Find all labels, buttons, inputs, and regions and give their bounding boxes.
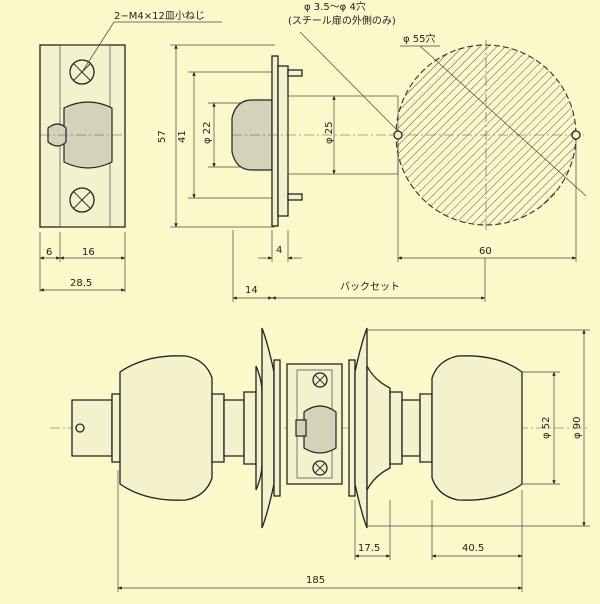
latch-bolt-front [47,101,113,169]
note-hole-small-sub: (スチール扉の外側のみ) [288,14,396,27]
note-hole-small: φ 3.5〜φ 4穴 [304,0,366,13]
dim-14: 14 [245,285,258,296]
screw-bottom-icon [69,187,95,213]
note-hole-55: φ 55穴 [403,32,436,45]
dim-6: 6 [46,247,52,258]
dim-16: 16 [82,247,95,258]
dim-phi-90: φ 90 [572,417,583,440]
outer-knob [119,355,213,501]
dim-phi-52: φ 52 [541,417,552,440]
dim-backset: バックセット [340,281,400,293]
face-plate-side [271,55,279,227]
dim-28-5: 28.5 [70,278,92,289]
dim-25: φ 25 [324,122,335,145]
dim-185: 185 [306,575,325,586]
outer-rose [261,327,275,529]
assembly-view: φ 52 φ 90 17.5 40.5 185 [50,327,590,592]
latch-screw-bottom-icon [312,460,328,476]
door-hole-view: φ 55穴 φ 3.5〜φ 4穴 (スチール扉の外側のみ) 60 [288,0,587,262]
dim-17-5: 17.5 [358,543,380,554]
dim-60: 60 [479,246,492,257]
dim-57: 57 [157,130,168,143]
latch-case [277,65,289,217]
small-hole-right [571,130,581,140]
latch-bolt-assembly [303,405,337,454]
dim-40-5: 40.5 [462,543,484,554]
inner-rose [354,327,368,529]
keyhole-icon [75,423,85,433]
latch-screw-top-icon [312,372,328,388]
inner-knob [431,355,523,501]
front-plate-view: 2−M4×12皿小ねじ 6 16 28.5 [39,10,222,292]
latch-side-view: 57 41 φ 22 φ 25 4 14 [157,44,486,302]
dim-4: 4 [276,245,282,256]
screw-note: 2−M4×12皿小ねじ [114,10,205,22]
dim-41: 41 [177,130,188,143]
dim-22: φ 22 [202,122,213,145]
small-hole-left [393,130,403,140]
